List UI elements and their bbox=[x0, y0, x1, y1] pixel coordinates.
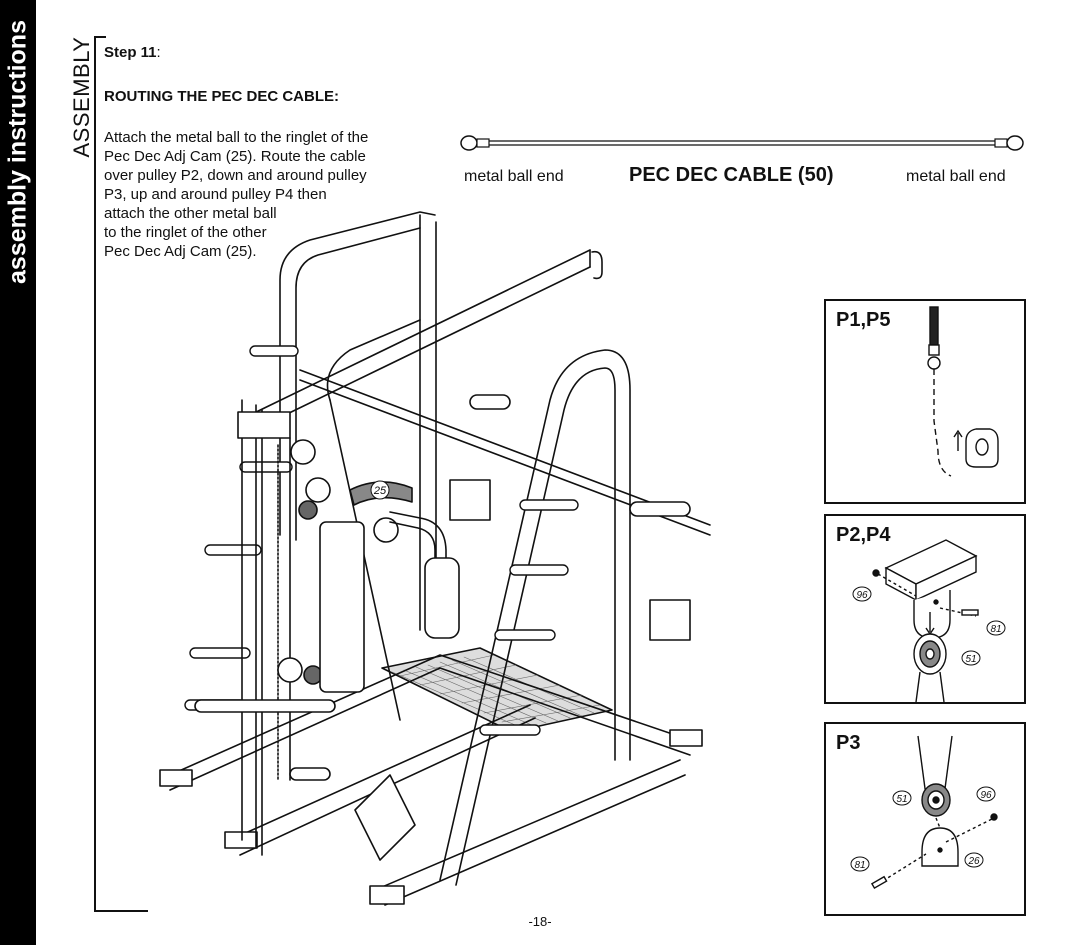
cam-callout-label: 25 bbox=[373, 485, 387, 497]
routing-heading: ROUTING THE PEC DEC CABLE: bbox=[104, 88, 340, 105]
p2p4-callout-label: 96 bbox=[856, 590, 868, 601]
detail-p1p5-title: P1,P5 bbox=[836, 309, 891, 331]
detail-p2p4: P2,P4 96 81 51 bbox=[824, 514, 1026, 704]
instruction-line: over pulley P2, down and around pulley bbox=[104, 167, 367, 184]
p1p5-illustration bbox=[927, 306, 999, 477]
detail-p3: P3 51 96 81 26 bbox=[824, 722, 1026, 916]
section-bracket bbox=[94, 36, 96, 912]
p3-illustration bbox=[870, 735, 998, 890]
instruction-line: to the ringlet of the other bbox=[104, 224, 267, 241]
machine-drawing bbox=[159, 211, 711, 906]
instruction-line: attach the other metal ball bbox=[104, 205, 277, 222]
detail-p1p5: P1,P5 bbox=[824, 299, 1026, 504]
p3-callouts: 51 96 81 26 bbox=[850, 786, 996, 872]
p3-callout-label: 51 bbox=[896, 794, 907, 805]
p3-callout-label: 26 bbox=[967, 856, 980, 867]
instruction-line: Pec Dec Adj Cam (25). Route the cable bbox=[104, 148, 366, 165]
p3-callout-label: 96 bbox=[980, 790, 992, 801]
p2p4-illustration bbox=[872, 539, 979, 703]
p2p4-callout-label: 81 bbox=[990, 624, 1001, 635]
step-label: Step 11 bbox=[104, 44, 157, 61]
section-bracket-top bbox=[94, 36, 106, 38]
cam-callout: 25 bbox=[370, 480, 390, 500]
section-bracket-bottom bbox=[94, 910, 148, 912]
cable-right-label: metal ball end bbox=[906, 168, 1006, 185]
sidebar: assembly instructions bbox=[0, 0, 36, 945]
instruction-line: Attach the metal ball to the ringlet of … bbox=[104, 129, 369, 146]
sidebar-title: assembly instructions bbox=[3, 20, 32, 284]
instruction-line: Pec Dec Adj Cam (25). bbox=[104, 243, 257, 260]
page-number: -18- bbox=[528, 914, 552, 929]
step-suffix: : bbox=[156, 44, 161, 61]
instruction-line: P3, up and around pulley P4 then bbox=[104, 186, 327, 203]
p3-callout-label: 81 bbox=[854, 860, 865, 871]
detail-p3-title: P3 bbox=[836, 732, 861, 754]
p2p4-callouts: 96 81 51 bbox=[852, 586, 1006, 666]
cable-illustration bbox=[460, 135, 1024, 151]
detail-p2p4-title: P2,P4 bbox=[836, 524, 891, 546]
step-heading: Step 11: bbox=[104, 44, 161, 61]
p2p4-callout-label: 51 bbox=[965, 654, 976, 665]
section-label: ASSEMBLY bbox=[69, 36, 94, 158]
instructions-text: Attach the metal ball to the ringlet of … bbox=[104, 128, 368, 261]
cable-title: PEC DEC CABLE (50) bbox=[629, 164, 834, 186]
cable-left-label: metal ball end bbox=[464, 168, 564, 185]
